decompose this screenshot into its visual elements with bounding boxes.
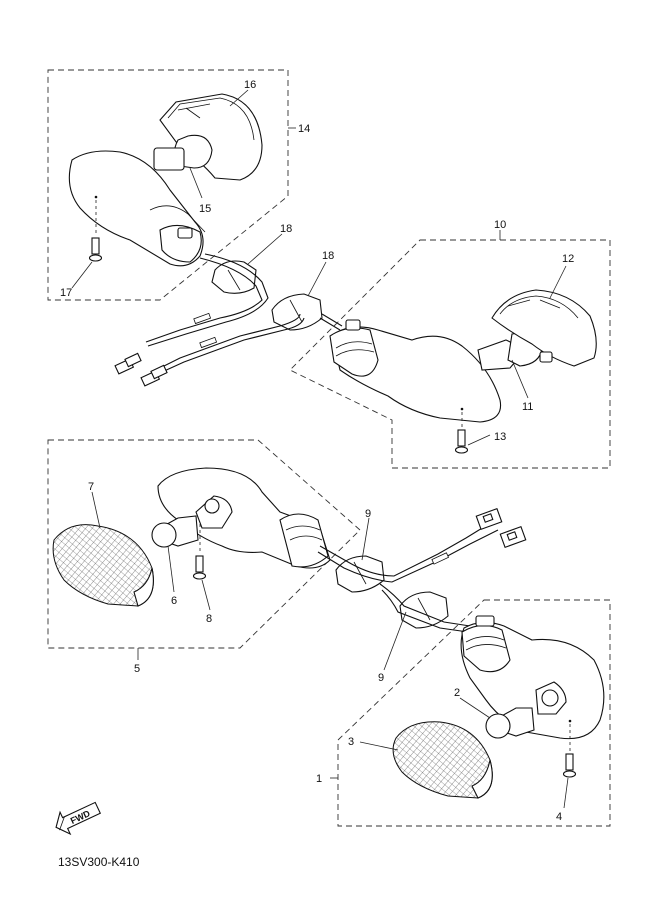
diagram-code: 13SV300-K410 <box>58 855 140 869</box>
label-3: 3 <box>348 736 354 748</box>
label-4: 4 <box>556 811 562 823</box>
label-12: 12 <box>562 253 574 265</box>
label-8: 8 <box>206 613 212 625</box>
fwd-arrow: FWD <box>55 801 102 836</box>
label-16: 16 <box>244 79 256 91</box>
leader-lines <box>71 89 569 809</box>
part-labels: 16 14 15 17 18 18 10 12 11 13 7 6 8 9 5 … <box>60 79 574 823</box>
grommet-18-right <box>271 293 323 331</box>
label-9-lower: 9 <box>378 672 384 684</box>
label-2: 2 <box>454 687 460 699</box>
assembly-14-top-left <box>47 69 289 301</box>
label-1: 1 <box>316 773 322 785</box>
label-15: 15 <box>199 203 211 215</box>
wire-harness-lower <box>317 507 527 633</box>
label-18-left: 18 <box>280 223 292 235</box>
label-14: 14 <box>298 123 310 135</box>
assembly-1-bottom-right <box>337 599 611 827</box>
label-10: 10 <box>494 219 506 231</box>
label-13: 13 <box>494 431 506 443</box>
label-9-upper: 9 <box>365 508 371 520</box>
label-5: 5 <box>134 663 140 675</box>
label-18-right: 18 <box>322 250 334 262</box>
wire-harness-upper <box>114 253 343 387</box>
label-6: 6 <box>171 595 177 607</box>
label-17: 17 <box>60 287 72 299</box>
label-11: 11 <box>522 401 533 413</box>
assembly-5-middle-left <box>47 439 361 649</box>
grommet-9-lower <box>399 591 449 629</box>
assembly-10-upper-right <box>289 239 611 469</box>
label-7: 7 <box>88 481 94 493</box>
grommet-18-left <box>211 260 257 294</box>
